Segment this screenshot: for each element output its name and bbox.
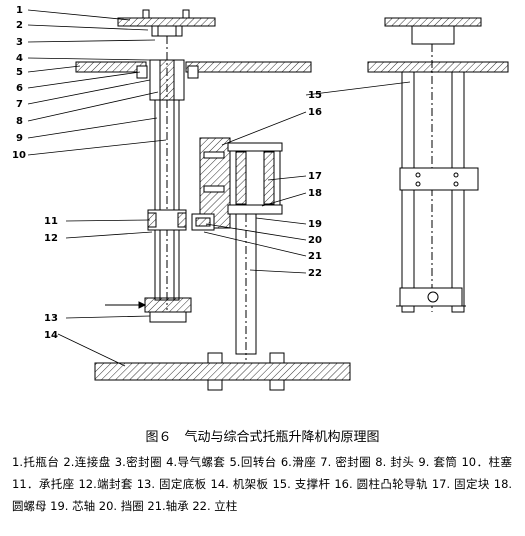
callout: 3 (16, 37, 23, 48)
callout: 4 (16, 53, 23, 64)
parts-legend: 1.托瓶台 2.连接盘 3.密封圈 4.导气螺套 5.回转台 6.滑座 7. 密… (12, 451, 512, 517)
callout: 19 (308, 219, 322, 230)
figure-caption: 图６ 气动与综合式托瓶升降机构原理图 (145, 430, 380, 445)
callout-numbers: 1 2 3 4 5 6 7 8 9 10 11 12 13 14 15 16 1… (12, 5, 322, 341)
side-view (367, 17, 509, 313)
callout: 7 (16, 99, 23, 110)
leader-lines (27, 9, 411, 367)
callout: 15 (308, 90, 322, 101)
legend-item: 5.回转台 (229, 455, 277, 469)
legend-item: 14. 机架板 (210, 477, 269, 491)
callout: 22 (308, 268, 322, 279)
legend-item: 9. 套筒 (418, 455, 458, 469)
legend-item: 8. 封头 (375, 455, 415, 469)
legend-item: 21.轴承 (147, 499, 189, 513)
legend-item: 7. 密封圈 (320, 455, 372, 469)
support-rod (401, 71, 415, 313)
legend-item: 18. 圆螺母 (12, 477, 513, 513)
callout: 16 (308, 107, 322, 118)
callout: 9 (16, 133, 23, 144)
legend-item: 16. 圆柱凸轮导轨 (334, 477, 428, 491)
callout: 20 (308, 235, 322, 246)
legend-item: 3.密封圈 (114, 455, 163, 469)
fixed-bottom-plate (144, 297, 192, 313)
callout: 17 (308, 171, 322, 182)
legend-item: 4.导气螺套 (166, 455, 226, 469)
callout: 1 (16, 5, 23, 16)
callout: 6 (16, 83, 23, 94)
callout: 13 (44, 313, 58, 324)
callout: 8 (16, 116, 23, 127)
callout: 14 (44, 330, 58, 341)
legend-item: 19. 芯轴 (50, 499, 96, 513)
frame-plate (94, 362, 351, 381)
legend-item: 11．承托座 (12, 477, 75, 491)
callout: 2 (16, 20, 23, 31)
legend-item: 12.端封套 (78, 477, 133, 491)
callout: 5 (16, 67, 23, 78)
legend-item: 10．柱塞 (461, 455, 512, 469)
legend-item: 1.托瓶台 (12, 455, 60, 469)
legend-item: 17. 固定块 (431, 477, 490, 491)
bottle-support-table (117, 17, 216, 27)
connecting-disk (151, 25, 183, 37)
legend-item: 15. 支撑杆 (272, 477, 331, 491)
legend-item: 6.滑座 (280, 455, 317, 469)
callout: 21 (308, 251, 322, 262)
legend-item: 13. 固定底板 (136, 477, 207, 491)
legend-item: 20. 挡圈 (98, 499, 144, 513)
mechanism-drawing: 1 2 3 4 5 6 7 8 9 10 11 12 13 14 15 16 1… (12, 5, 509, 391)
callout: 10 (12, 150, 26, 161)
callout: 12 (44, 233, 58, 244)
main-view (75, 9, 351, 391)
legend-item: 2.连接盘 (63, 455, 111, 469)
legend-item: 22. 立柱 (192, 499, 238, 513)
rotary-table (75, 61, 147, 73)
callout: 11 (44, 216, 58, 227)
callout: 18 (308, 188, 322, 199)
